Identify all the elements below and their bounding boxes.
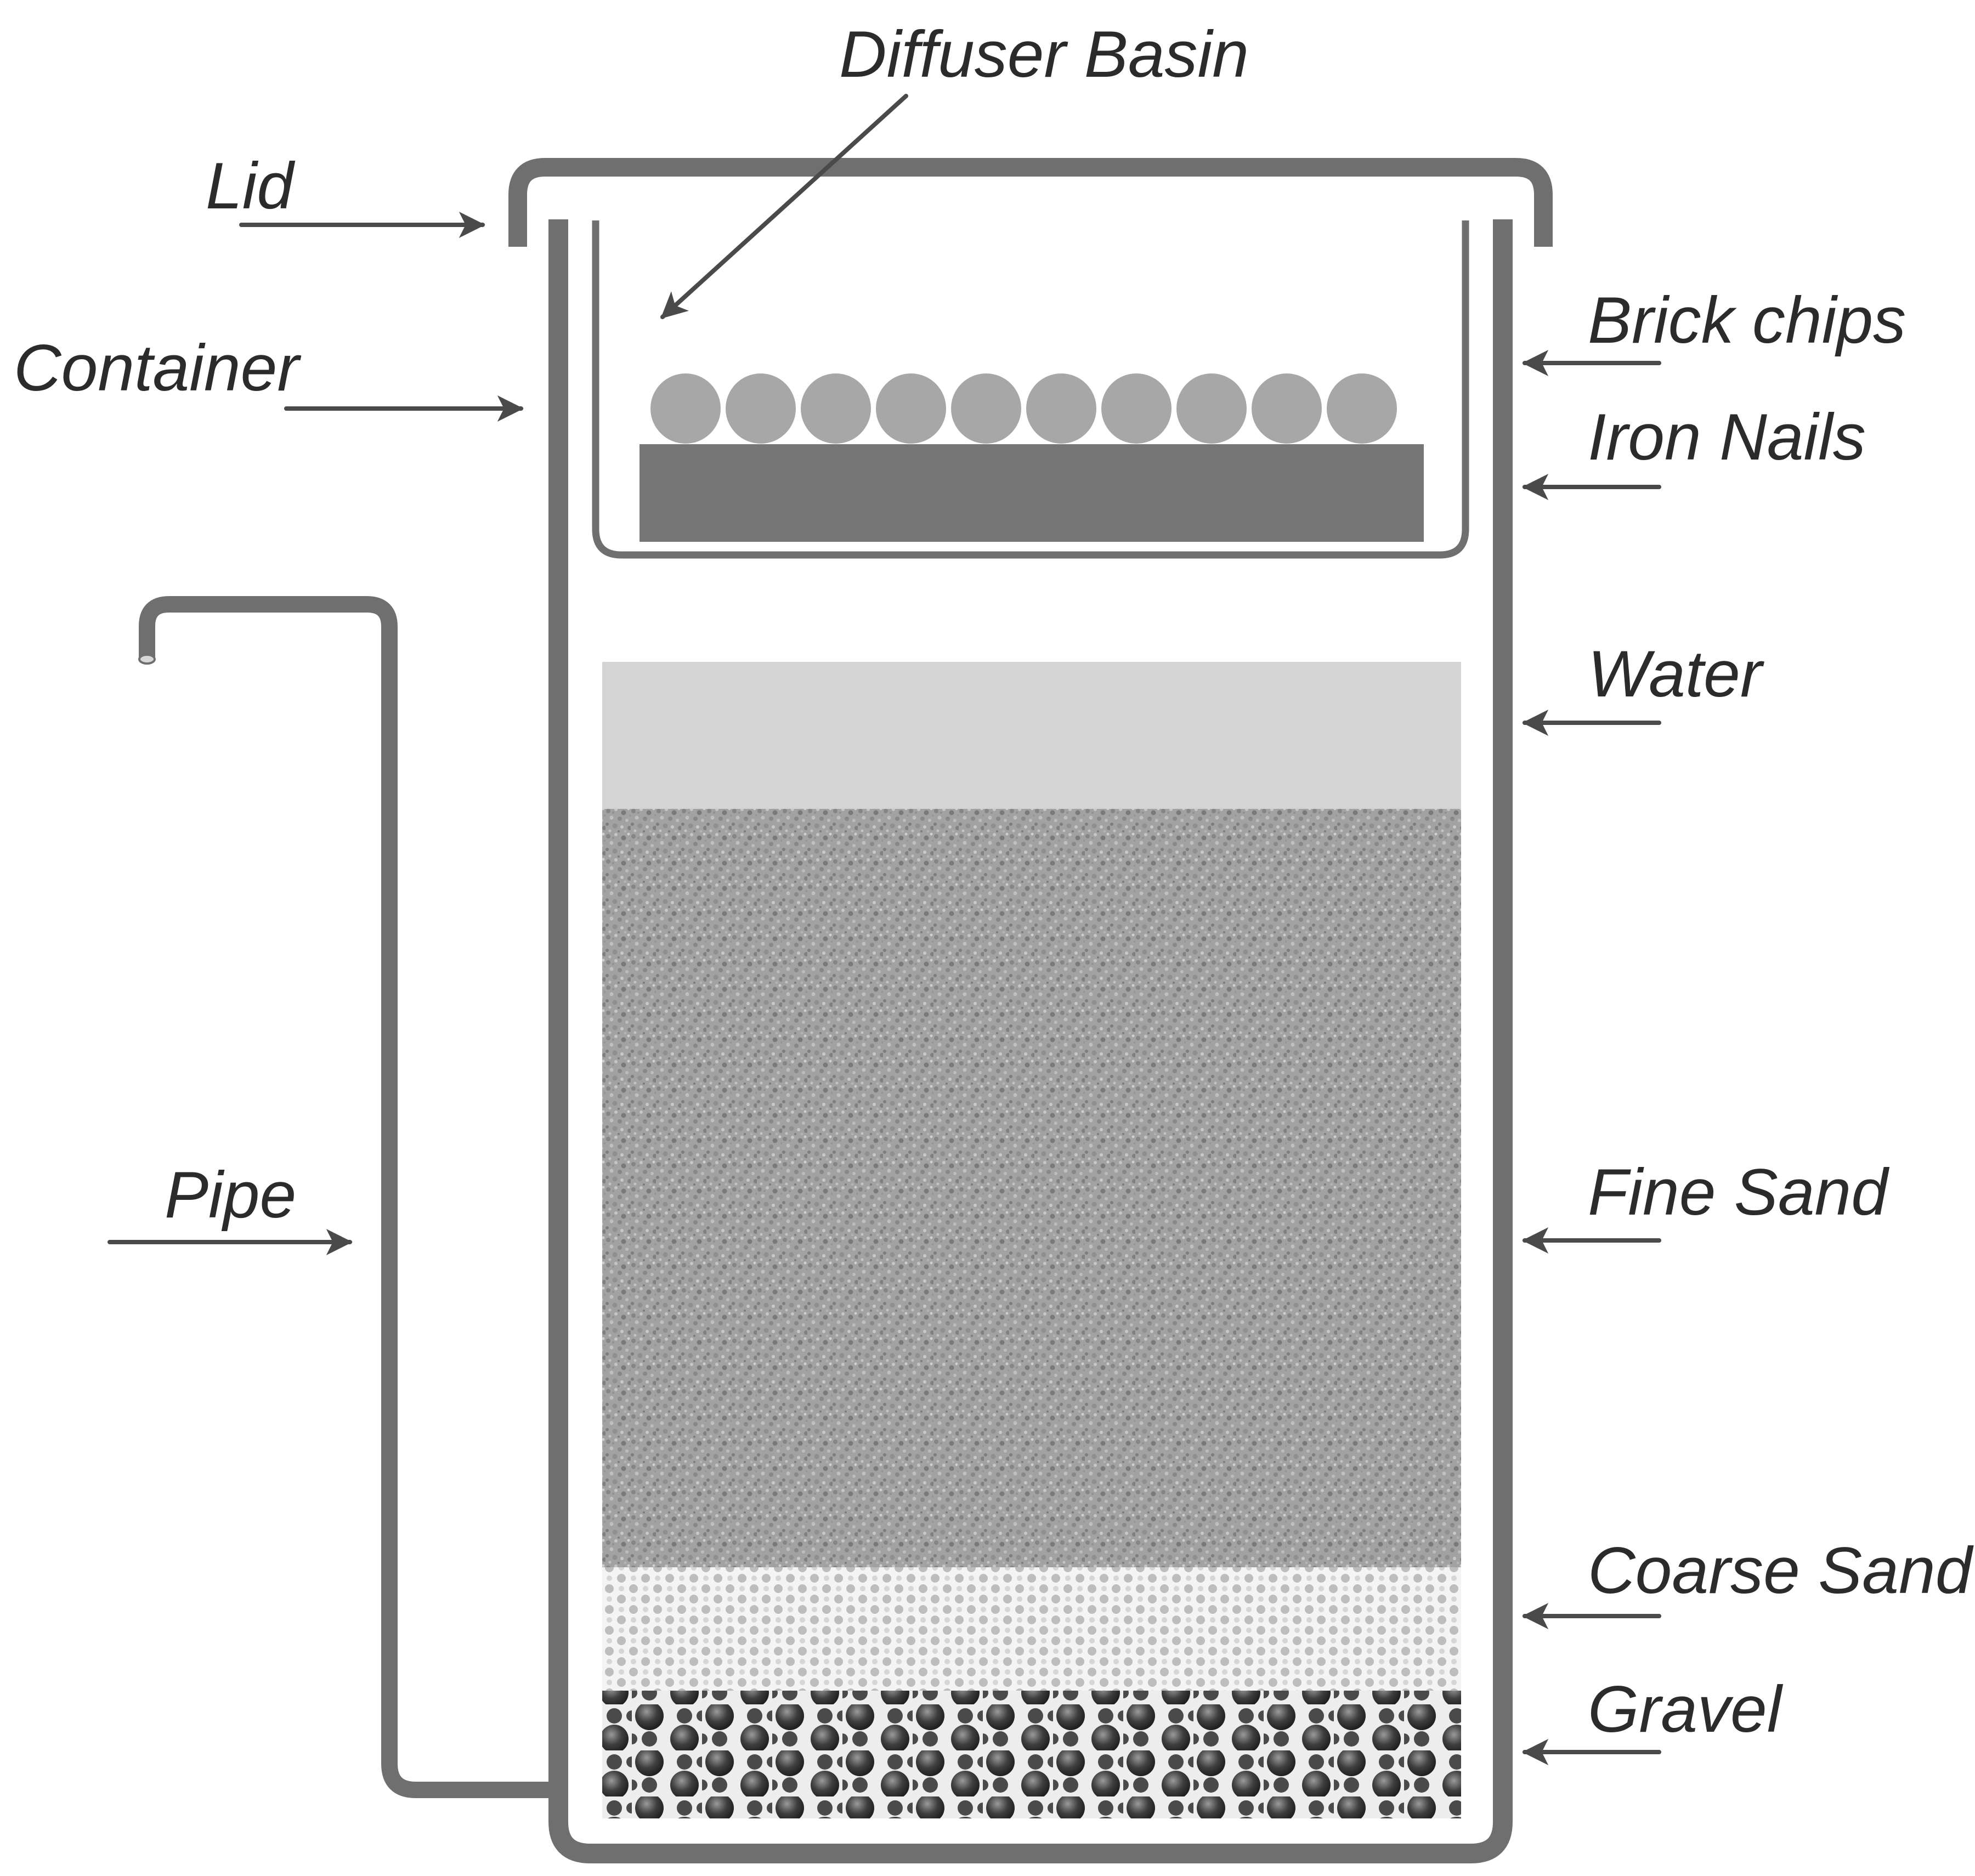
label-gravel: Gravel	[1588, 1673, 1784, 1746]
label-container: Container	[14, 331, 301, 405]
coarse-sand-layer	[602, 1567, 1461, 1691]
pipe	[139, 596, 551, 1798]
brick-chips-layer	[650, 373, 1397, 444]
label-diffuser-basin: Diffuser Basin	[839, 18, 1249, 91]
water-layer	[602, 662, 1461, 809]
label-water: Water	[1588, 637, 1764, 711]
label-brick-chips: Brick chips	[1588, 284, 1906, 357]
diffuser-basin	[592, 220, 1469, 559]
label-coarse-sand: Coarse Sand	[1588, 1534, 1974, 1607]
container	[548, 219, 1513, 1863]
diffuser-basin-arrow	[660, 94, 908, 319]
lid	[508, 158, 1553, 247]
gravel-layer	[602, 1691, 1461, 1818]
fine-sand-layer	[602, 809, 1461, 1567]
label-lid: Lid	[206, 149, 295, 223]
label-pipe: Pipe	[165, 1158, 296, 1232]
label-iron-nails: Iron Nails	[1588, 400, 1866, 474]
pipe-outlet	[138, 654, 156, 665]
label-fine-sand: Fine Sand	[1588, 1155, 1889, 1229]
iron-nails-layer	[640, 444, 1424, 542]
